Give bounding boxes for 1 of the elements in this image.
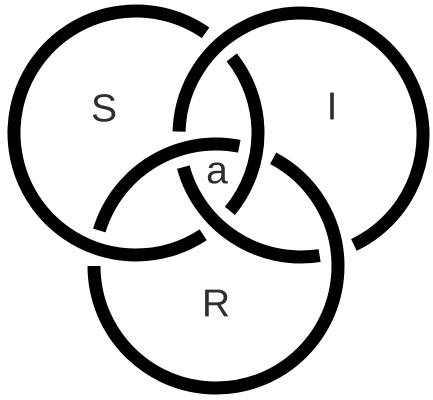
region-label: a bbox=[208, 162, 228, 184]
